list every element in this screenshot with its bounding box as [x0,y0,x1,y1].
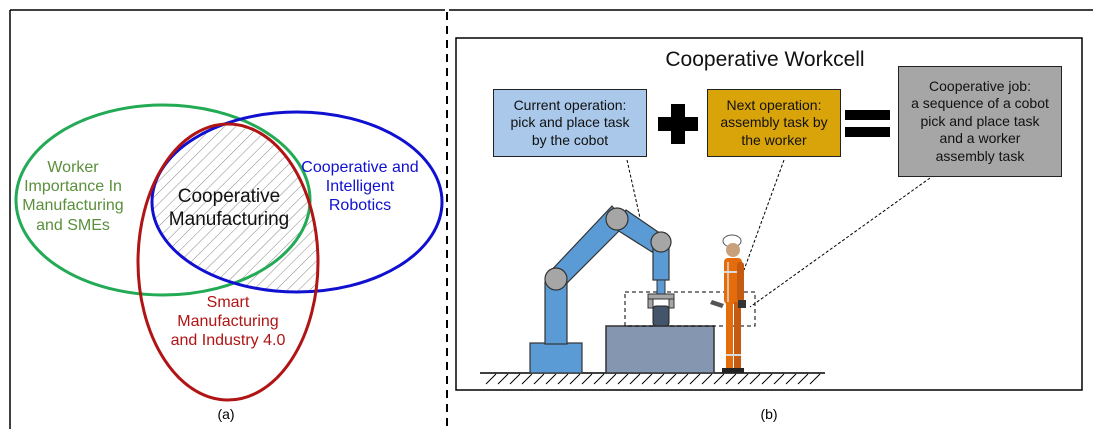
cooperative-job-box: Cooperative job: a sequence of a cobot p… [898,66,1062,177]
workpiece-area [624,291,756,327]
caption-a: (a) [217,406,235,422]
venn-circle-smart-manufacturing [136,122,320,402]
venn-label-worker: Worker Importance In Manufacturing and S… [22,159,124,234]
leader-lines [626,159,931,308]
venn-label-robotics: Cooperative and Intelligent Robotics [301,159,419,215]
plus-symbol [658,104,698,144]
workcell-title: Cooperative Workcell [665,48,865,71]
venn-circle-worker [14,103,312,297]
equals-symbol [845,110,890,137]
venn-label-center: Cooperative Manufacturing [168,186,290,230]
human-worker [710,234,746,373]
current-operation-box: Current operation: pick and place task b… [493,89,647,157]
next-operation-box: Next operation: assembly task by the wor… [707,89,841,157]
venn-circle-robotics [150,110,444,294]
venn-label-smart-manufacturing: Smart Manufacturing and Industry 4.0 [170,294,286,350]
work-table [605,325,715,374]
cobot-robot [529,205,675,374]
panel-a-frame [9,9,445,429]
caption-b: (b) [760,406,778,422]
